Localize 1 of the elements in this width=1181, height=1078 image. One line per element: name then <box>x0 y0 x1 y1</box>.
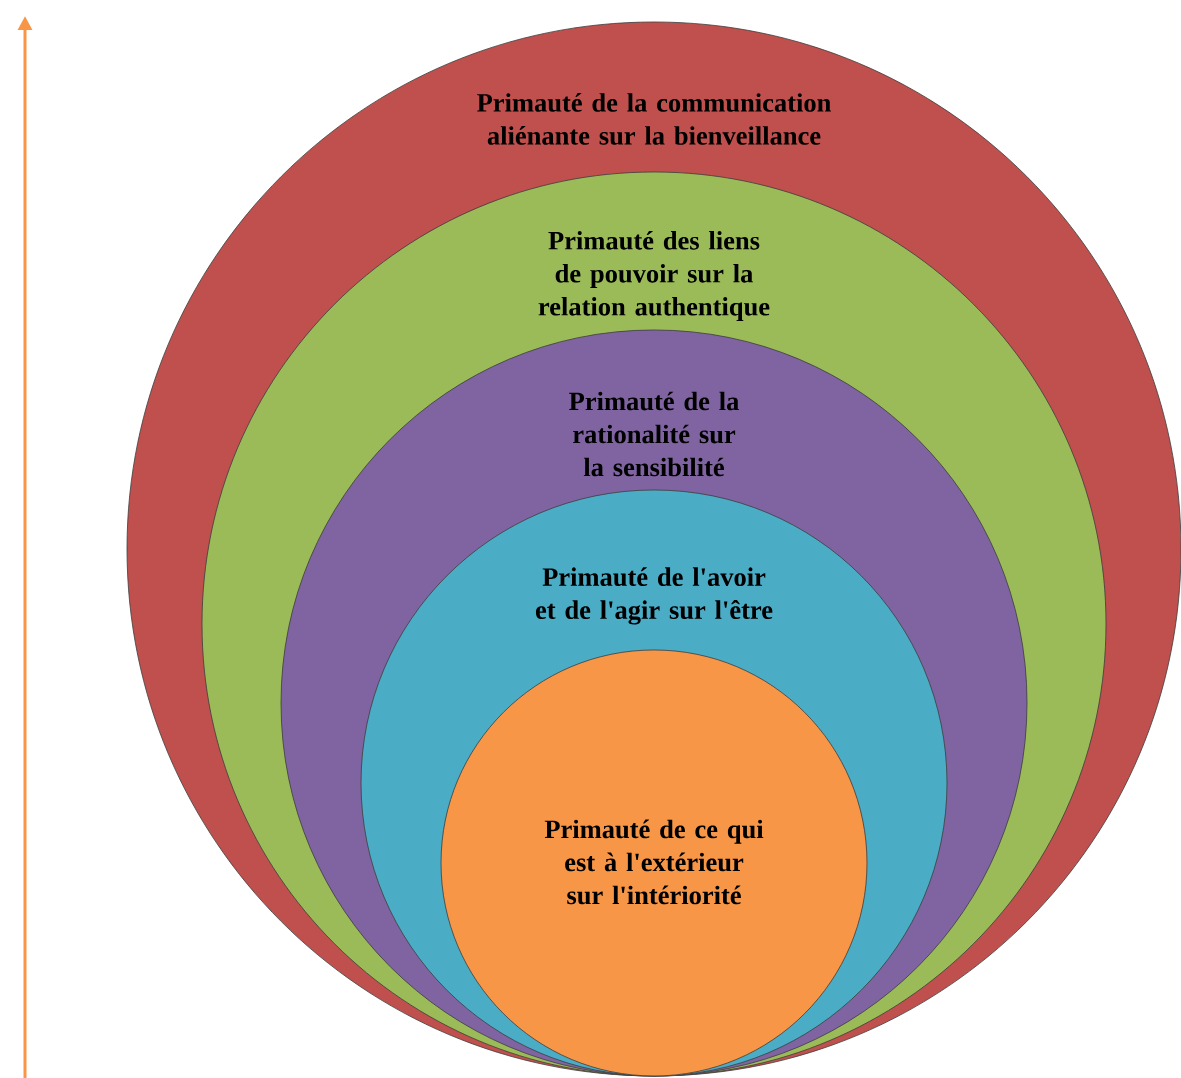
circle-band: Primauté de ce qui est à l'extérieur sur l'intériorité <box>440 649 868 1077</box>
